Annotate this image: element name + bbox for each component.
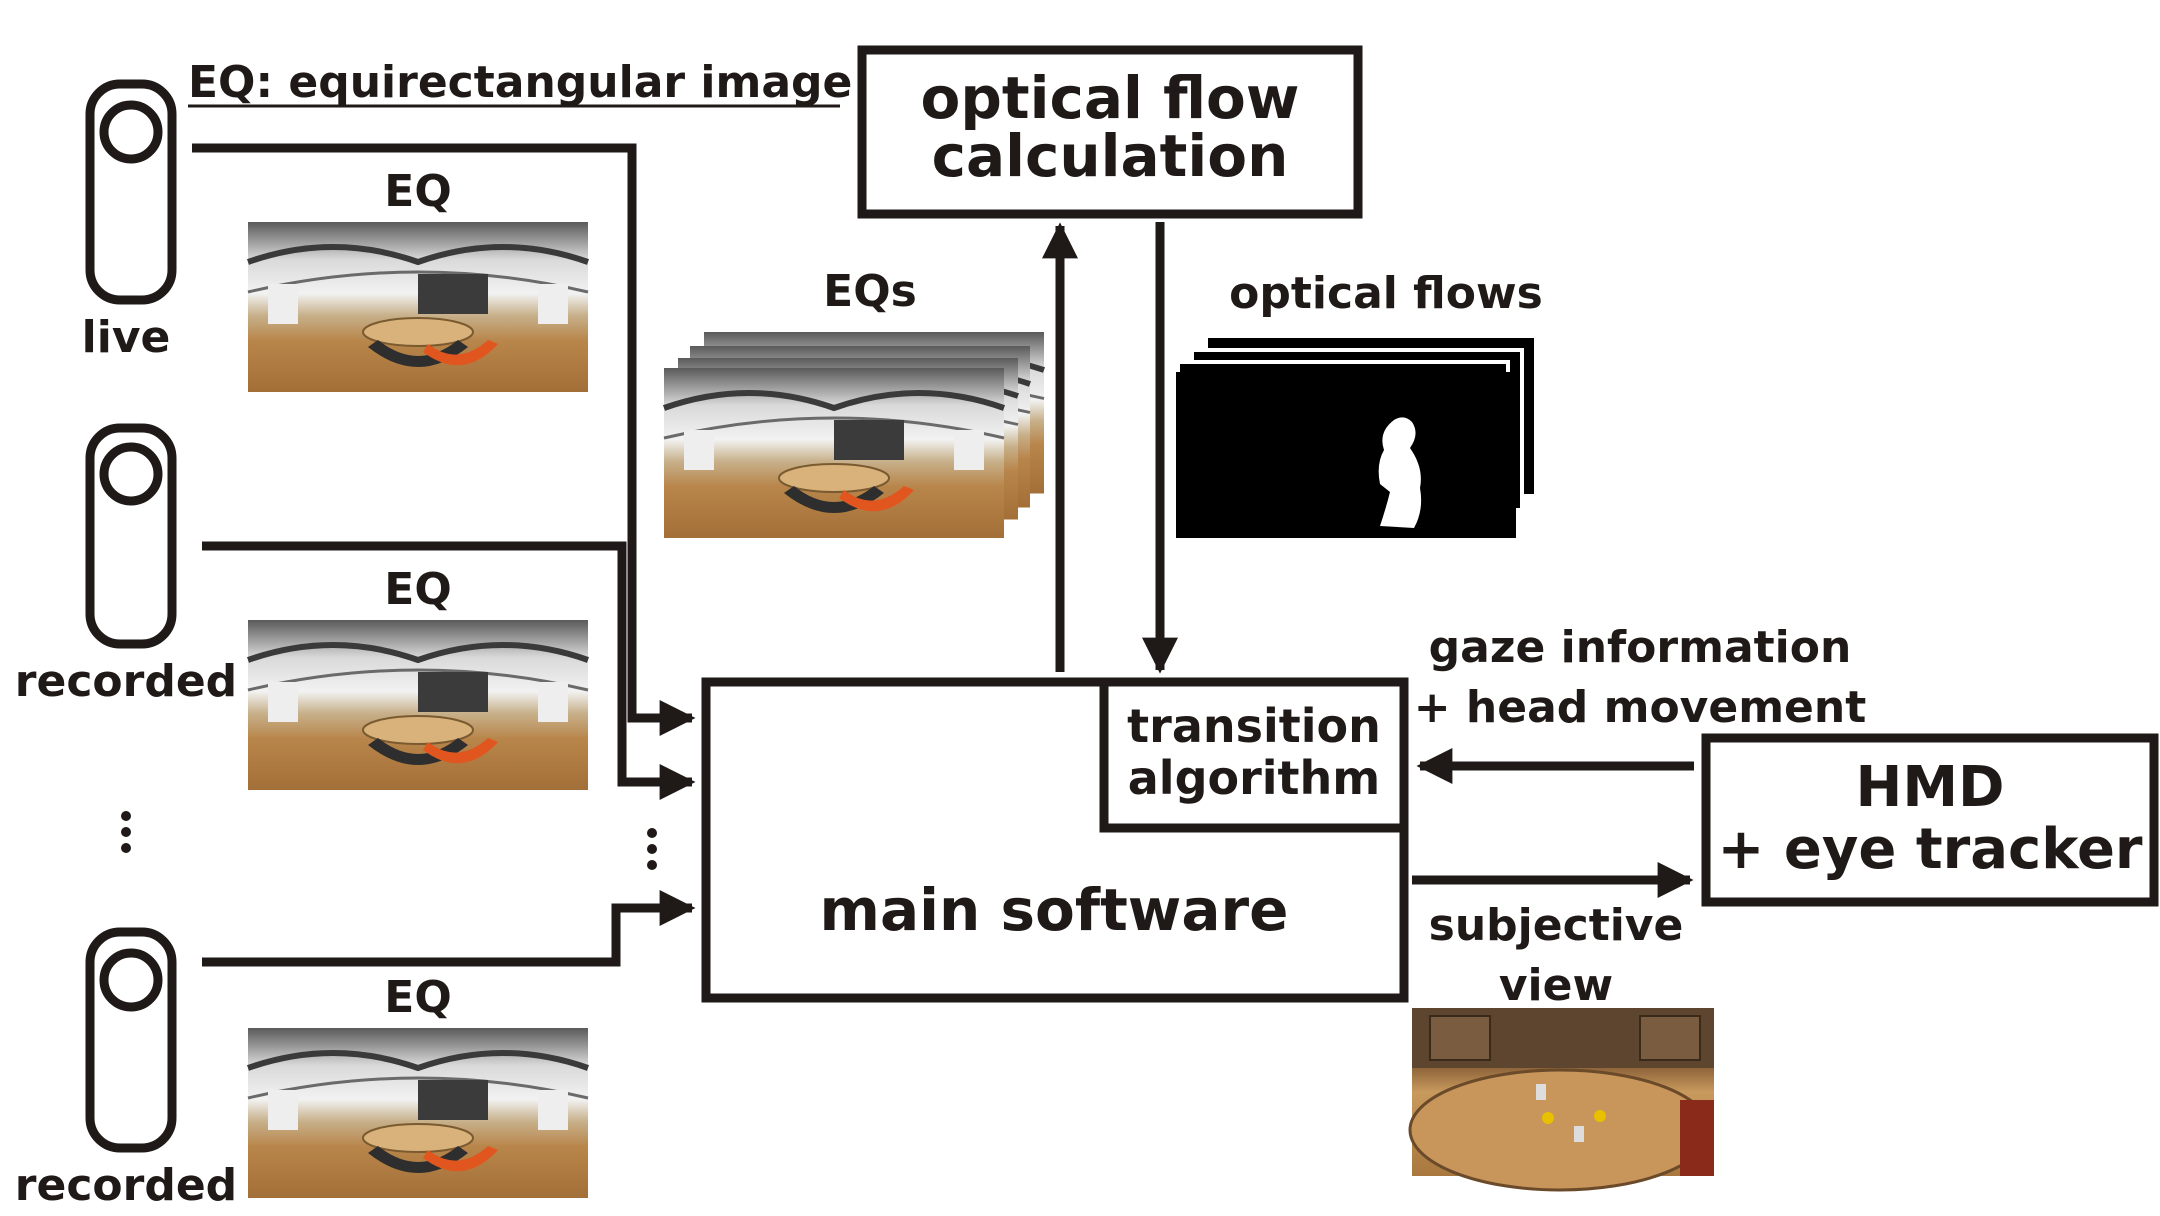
subjective-view-line2: view [1499, 960, 1613, 1011]
camera-live-label: live [82, 312, 171, 363]
hmd-line2: + eye tracker [1717, 817, 2142, 882]
eq-recorded-1-image [248, 620, 588, 790]
arrow-recorded-2-to-main [202, 890, 696, 967]
optical-flows-label: optical flows [1229, 268, 1543, 319]
optical-flows-stack [1176, 334, 1538, 538]
gaze-label-line2: + head movement [1414, 682, 1867, 733]
camera-live [85, 79, 177, 305]
optical-flow-calculation-box [857, 45, 1363, 219]
camera-recorded-2-body [85, 927, 177, 1153]
hmd-box [1701, 733, 2159, 907]
camera-recorded-2-lens [99, 948, 163, 1012]
camera-recorded-2-label: recorded [15, 1160, 237, 1211]
hmd-line1: HMD [1855, 755, 2004, 820]
camera-recorded-1 [85, 423, 177, 649]
transition-algorithm-line1: transition [1127, 699, 1381, 753]
gaze-label-line1: gaze information [1429, 622, 1852, 673]
input-ellipsis [647, 828, 657, 870]
eqs-stack [664, 332, 1044, 538]
camera-ellipsis [121, 811, 131, 853]
camera-recorded-1-body [85, 423, 177, 649]
transition-algorithm-box [1099, 677, 1409, 833]
subjective-view-image [1408, 1008, 1714, 1192]
eq-live-label: EQ [384, 166, 451, 217]
optical-flow-box-line1: optical flow [921, 64, 1300, 132]
eq-recorded-2-image [248, 1028, 588, 1198]
camera-recorded-2 [85, 927, 177, 1153]
main-software-label: main software [820, 876, 1289, 944]
eq-recorded-1-label: EQ [384, 564, 451, 615]
transition-algorithm-line2: algorithm [1128, 751, 1380, 805]
eq-recorded-2-label: EQ [384, 972, 451, 1023]
arrow-live-to-main [192, 143, 696, 736]
camera-recorded-1-lens [99, 442, 163, 506]
eq-live-image [248, 222, 588, 392]
legend-text: EQ: equirectangular image [188, 57, 852, 108]
camera-recorded-1-label: recorded [15, 656, 237, 707]
eqs-label: EQs [823, 266, 917, 317]
camera-live-lens [99, 100, 163, 164]
arrow-recorded-1-to-main [202, 541, 696, 800]
optical-flow-box-line2: calculation [932, 122, 1289, 190]
subjective-view-line1: subjective [1429, 900, 1684, 951]
camera-live-body [85, 79, 177, 305]
